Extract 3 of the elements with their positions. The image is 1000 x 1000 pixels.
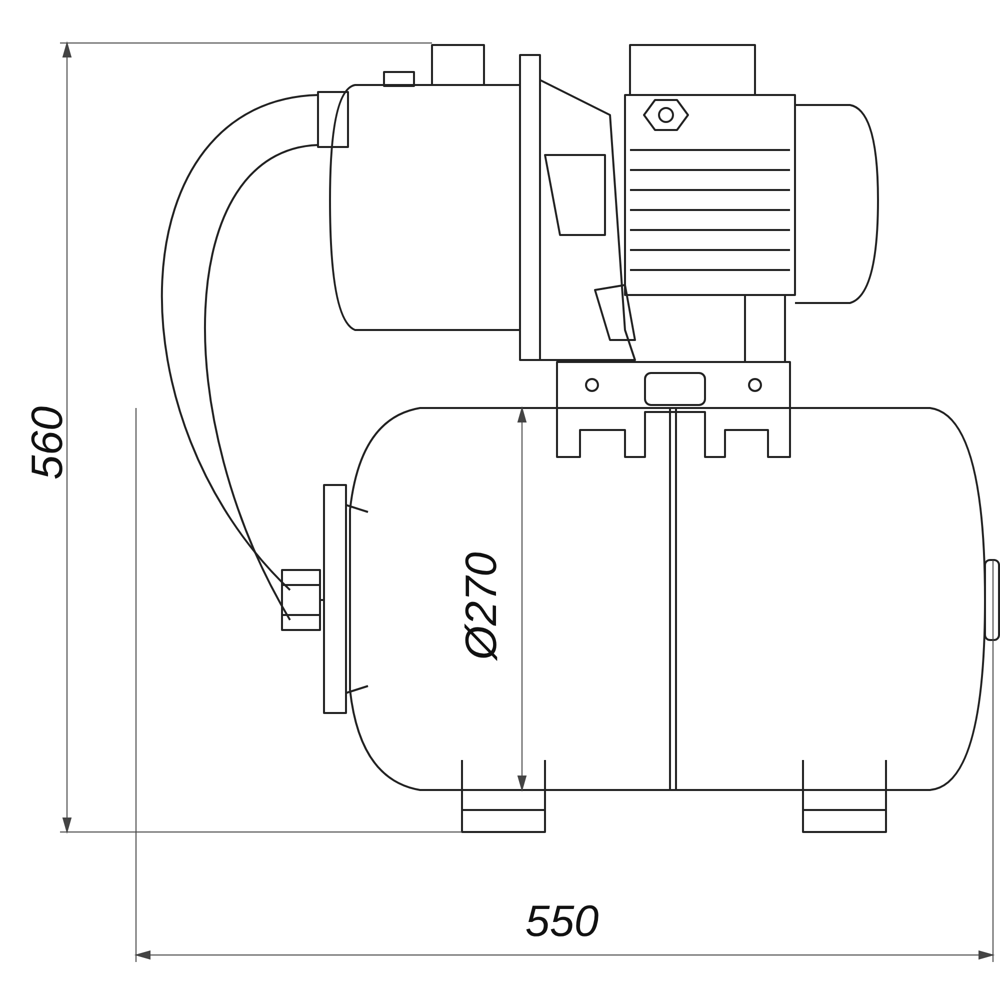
dimension-value: Ø270 [460,552,504,660]
dimension-value: 560 [26,406,70,480]
dimension-value: 550 [525,900,599,944]
